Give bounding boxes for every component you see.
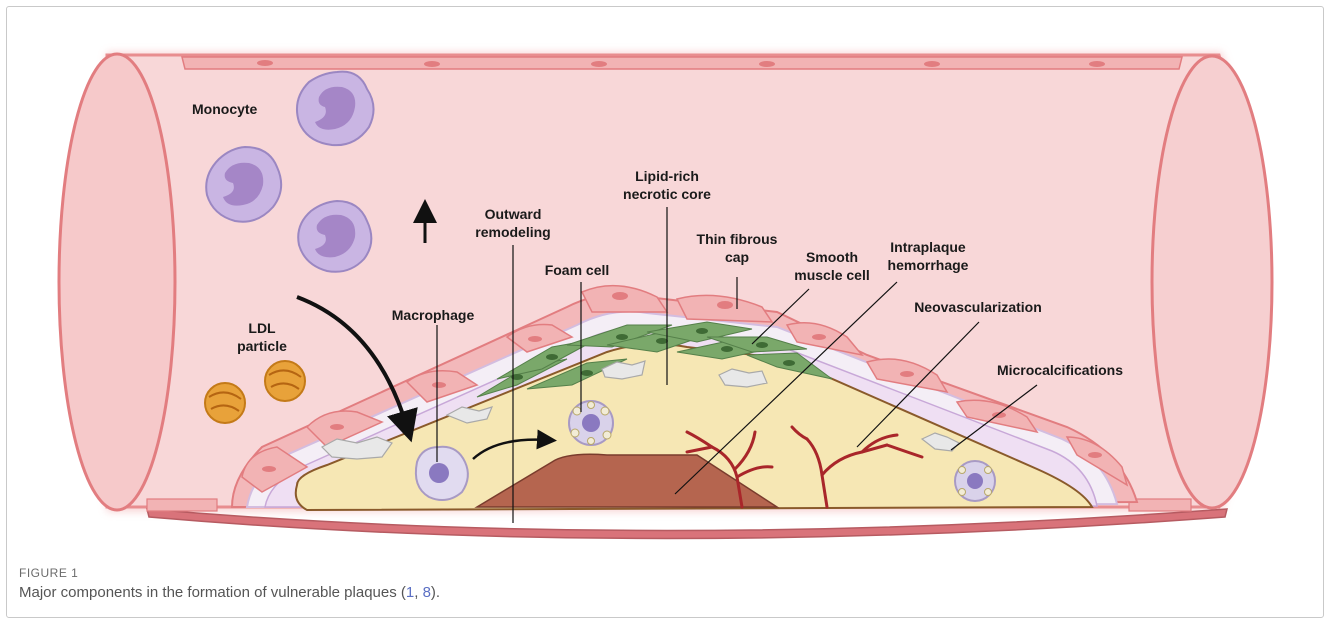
figure-label: FIGURE 1 [19, 566, 78, 580]
label-ldl-line1: LDL [248, 320, 276, 336]
label-outward-line2: remodeling [475, 224, 550, 240]
label-macrophage: Macrophage [392, 307, 475, 323]
outward-remodeling-wall [147, 509, 1227, 539]
label-cap-line2: cap [725, 249, 749, 265]
label-ldl-line2: particle [237, 338, 287, 354]
label-hem-line1: Intraplaque [890, 239, 966, 255]
macrophage [416, 447, 468, 500]
label-neovascularization: Neovascularization [914, 299, 1042, 315]
label-lipid-line1: Lipid-rich [635, 168, 699, 184]
label-lipid-line2: necrotic core [623, 186, 711, 202]
caption-separator: , [414, 584, 422, 601]
figure-frame: Monocyte LDL particle Outward remodeling… [6, 6, 1324, 618]
label-cap-line1: Thin fibrous [697, 231, 778, 247]
plaque-illustration: Monocyte LDL particle Outward remodeling… [7, 7, 1324, 552]
label-smc-line2: muscle cell [794, 267, 870, 283]
caption-text-after: ). [431, 584, 440, 601]
label-microcalcifications: Microcalcifications [997, 362, 1123, 378]
label-monocyte: Monocyte [192, 101, 258, 117]
reference-link-8[interactable]: 8 [423, 584, 431, 601]
figure-caption: Major components in the formation of vul… [19, 584, 440, 601]
label-outward-line1: Outward [485, 206, 542, 222]
label-foam-cell: Foam cell [545, 262, 610, 278]
caption-text-before: Major components in the formation of vul… [19, 584, 406, 601]
reference-link-1[interactable]: 1 [406, 584, 414, 601]
label-hem-line2: hemorrhage [888, 257, 969, 273]
label-smc-line1: Smooth [806, 249, 858, 265]
